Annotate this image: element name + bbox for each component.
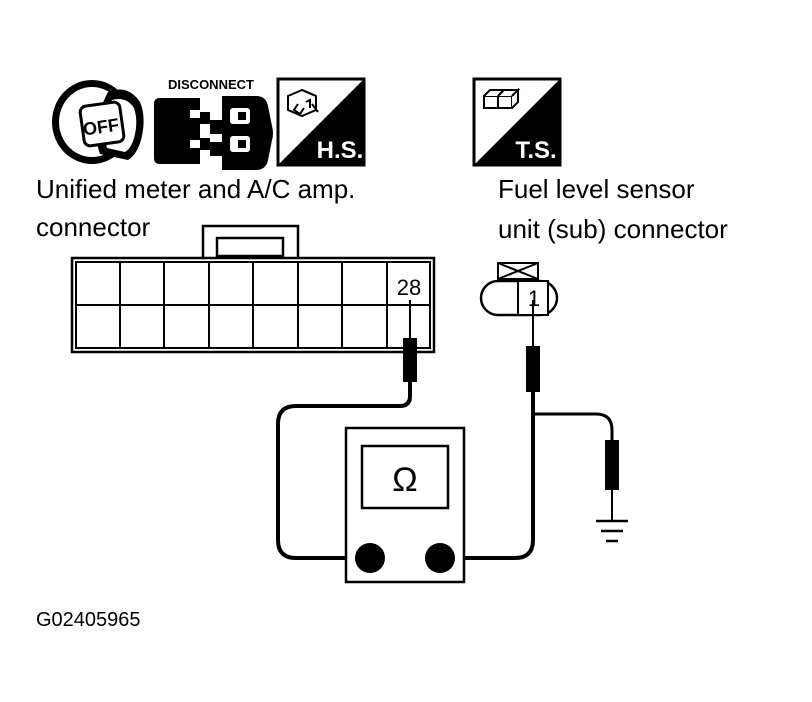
disconnect-label: DISCONNECT xyxy=(168,77,254,92)
terminal-28-label: 28 xyxy=(397,275,421,300)
terminal-1-label: 1 xyxy=(528,286,540,311)
terminal-side-label: T.S. xyxy=(515,137,556,164)
right-test-lead xyxy=(440,392,535,560)
right-connector-label-line2: unit (sub) connector xyxy=(498,214,728,244)
left-connector-label-line2: connector xyxy=(36,212,151,242)
unified-meter-connector: 28 xyxy=(70,224,436,354)
ignition-off-label: OFF xyxy=(82,115,120,140)
harness-side-icon: H.S. xyxy=(276,77,366,167)
ohm-symbol: Ω xyxy=(392,461,417,499)
terminal-side-icon: T.S. xyxy=(472,77,562,167)
left-test-lead xyxy=(276,382,412,560)
ground-lead xyxy=(533,412,614,440)
meter-jack-right xyxy=(425,543,455,573)
ground-probe xyxy=(605,440,619,520)
fuel-sensor-connector: 1 xyxy=(479,262,559,317)
meter-jack-left xyxy=(355,543,385,573)
right-connector-label-line1: Fuel level sensor xyxy=(498,174,695,204)
left-connector-label-line1: Unified meter and A/C amp. xyxy=(36,174,355,204)
figure-id: G02405965 xyxy=(36,609,141,631)
left-probe xyxy=(403,300,417,382)
ground-symbol xyxy=(596,519,628,543)
harness-side-label: H.S. xyxy=(317,137,364,164)
ignition-key-icon: OFF xyxy=(52,80,144,164)
right-probe xyxy=(526,300,540,392)
disconnect-connector-icon: DISCONNECT xyxy=(154,77,273,170)
ohmmeter: Ω xyxy=(344,426,466,584)
